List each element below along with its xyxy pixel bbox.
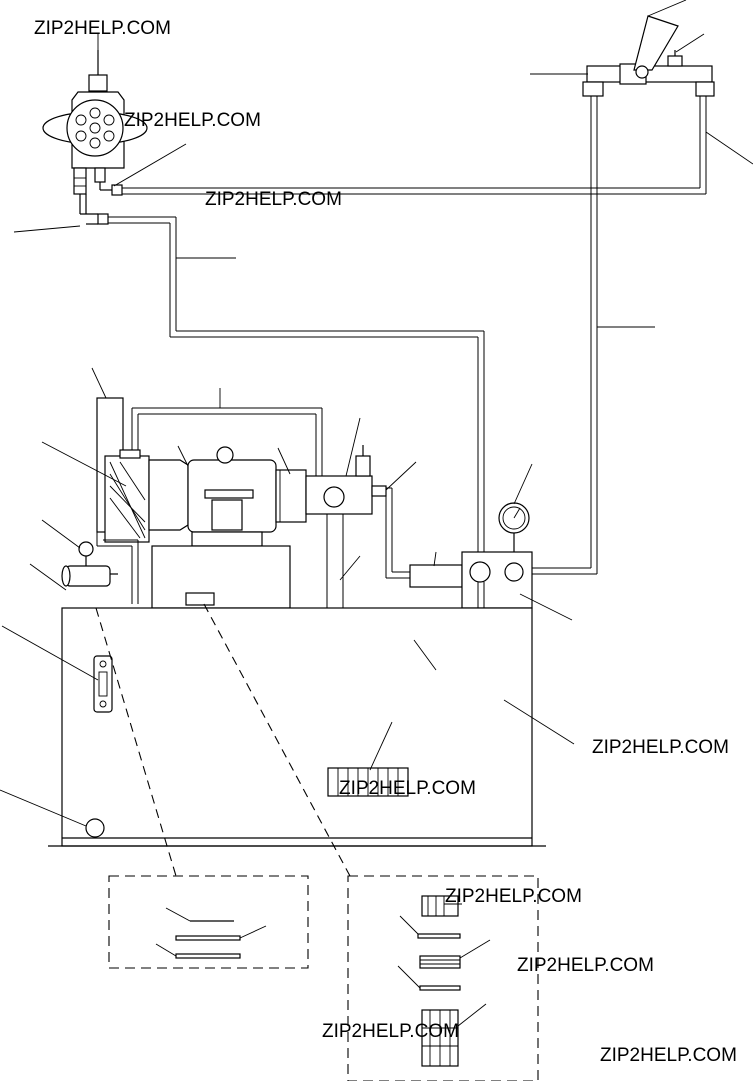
watermark-text: ZIP2HELP.COM [592,737,729,758]
watermark-text: ZIP2HELP.COM [445,886,582,907]
top-right-assembly [582,15,715,97]
detail-gaskets [175,920,241,959]
small-reservoir [61,541,118,587]
watermark-text: ZIP2HELP.COM [124,110,261,131]
watermark-text: ZIP2HELP.COM [600,1045,737,1066]
watermark-text: ZIP2HELP.COM [205,189,342,210]
motor-stand [151,545,291,609]
detail-callouts [95,603,539,1081]
watermark-text: ZIP2HELP.COM [517,955,654,976]
control-valve [42,50,148,225]
upper-pipe-lines [108,96,707,575]
pump-motor-assembly [96,397,463,796]
main-tank [48,607,546,847]
watermark-text: ZIP2HELP.COM [339,778,476,799]
watermark-text: ZIP2HELP.COM [34,18,171,39]
detail-filter-parts [417,895,461,1067]
leader-lines [0,0,753,1027]
watermark-text: ZIP2HELP.COM [322,1021,459,1042]
